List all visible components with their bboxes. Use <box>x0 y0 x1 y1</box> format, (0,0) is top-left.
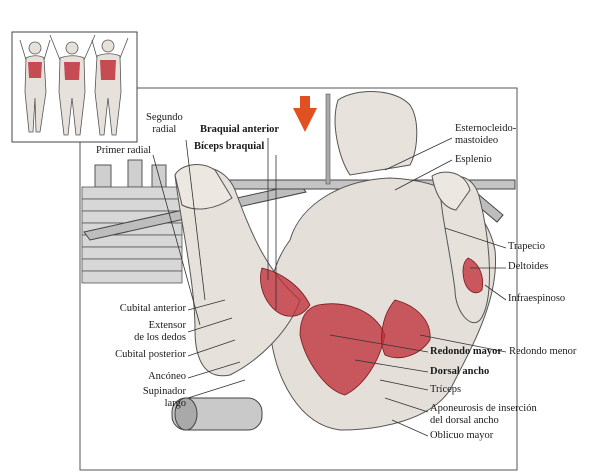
label-dorsal-ancho: Dorsal ancho <box>430 366 490 377</box>
label-primer-radial: Primer radial <box>96 145 152 156</box>
label-redondo-mayor: Redondo mayor <box>430 346 503 357</box>
label-biceps-braquial: Bíceps braquial <box>194 141 265 152</box>
label-deltoides: Deltoides <box>508 261 549 272</box>
label-trapecio: Trapecio <box>508 241 545 252</box>
label-extensor-dedos: Extensor de los dedos <box>134 320 186 343</box>
label-esternocleido: Esternocleido- mastoideo <box>455 123 517 146</box>
highlighted-muscles <box>260 257 484 396</box>
label-oblicuo-mayor: Oblicuo mayor <box>430 430 494 441</box>
thumbnail-figures <box>11 31 138 143</box>
label-aponeurosis: Aponeurosis de inserción del dorsal anch… <box>430 403 537 426</box>
label-triceps: Tríceps <box>430 384 462 395</box>
label-redondo-menor: Redondo menor <box>509 346 577 357</box>
label-anconeo: Ancóneo <box>148 371 186 382</box>
label-esplenio: Esplenio <box>455 154 492 165</box>
leader-lines <box>152 137 507 437</box>
label-braquial-anterior: Braquial anterior <box>200 124 280 135</box>
label-infraespinoso: Infraespinoso <box>508 293 566 304</box>
down-arrow-icon <box>293 96 317 132</box>
label-supinador-largo: Supinador largo <box>142 386 186 409</box>
label-cubital-anterior: Cubital anterior <box>119 303 186 314</box>
label-segundo-radial: Segundo radial <box>146 112 183 135</box>
label-cubital-posterior: Cubital posterior <box>115 349 186 360</box>
